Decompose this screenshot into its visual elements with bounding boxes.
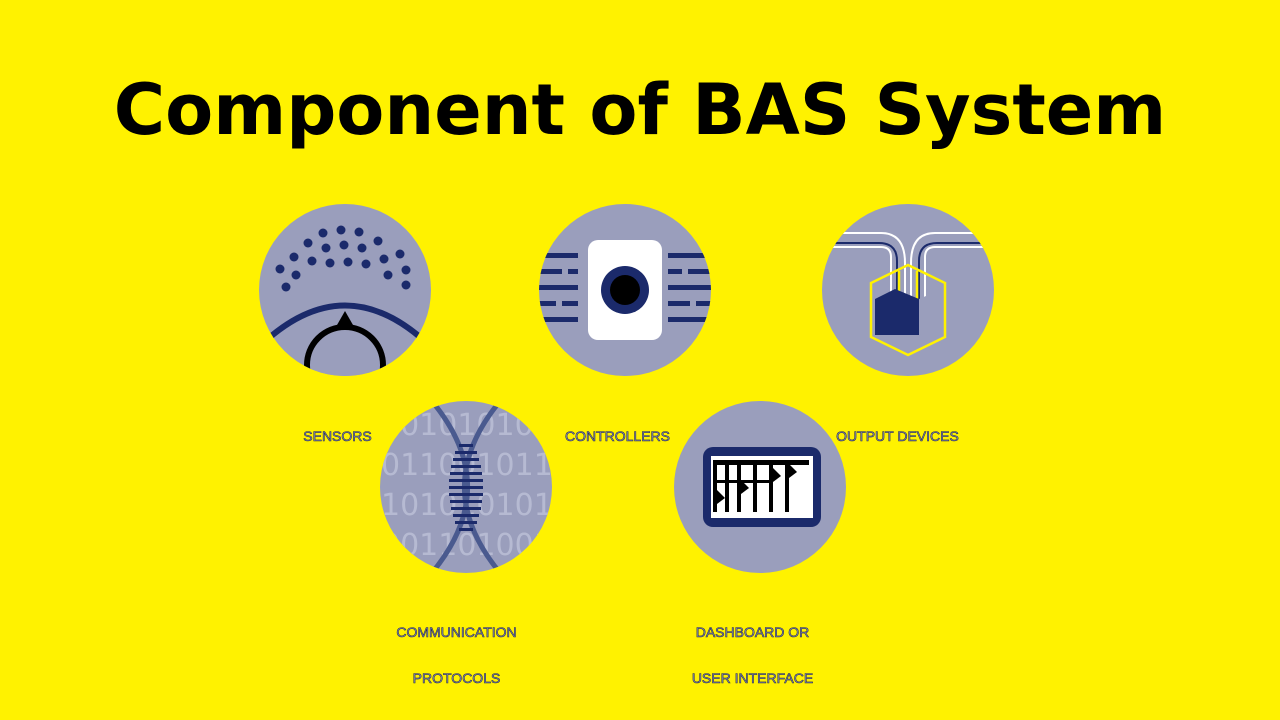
component-output-devices — [821, 203, 995, 377]
component-communication-protocols: 10101010100 01100101101 10101010101 0011… — [379, 400, 553, 574]
label-communication-protocols: COMMUNICATION PROTOCOLS — [396, 624, 517, 687]
label-controllers: CONTROLLERS — [564, 428, 671, 445]
communication-protocol-icon: 10101010100 01100101101 10101010101 0011… — [380, 401, 552, 573]
component-dashboard — [673, 400, 847, 574]
sensor-icon — [259, 204, 431, 376]
output-device-icon — [822, 204, 994, 376]
page-title: Component of BAS System — [113, 69, 1167, 151]
label-dashboard: DASHBOARD OR USER INTERFACE — [691, 624, 814, 687]
controller-icon — [539, 204, 711, 376]
component-controllers — [538, 203, 712, 377]
component-sensors — [258, 203, 432, 377]
binary-row: 10101010101 — [381, 488, 591, 523]
label-output-devices: OUTPUT DEVICES — [836, 428, 959, 445]
label-sensors: SENSORS — [303, 428, 372, 445]
dashboard-icon — [674, 401, 846, 573]
